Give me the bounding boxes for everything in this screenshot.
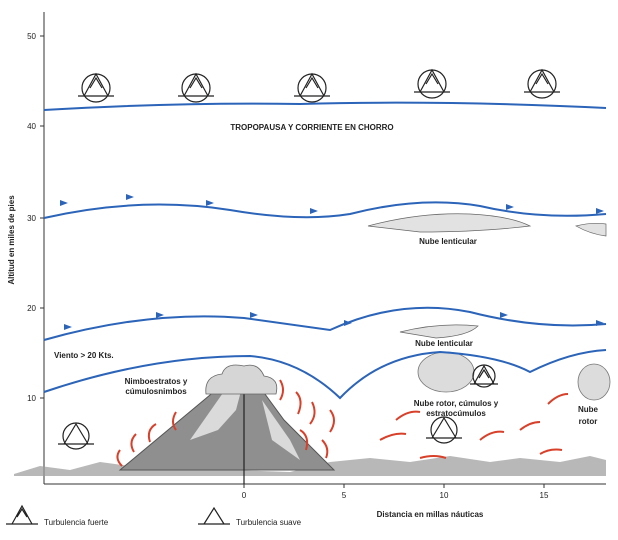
turbulence-arrow — [329, 409, 335, 433]
strong-turbulence-symbol — [178, 72, 214, 103]
turbulence-arrow — [379, 432, 407, 441]
nimbo-label-line2: cúmulosnimbos — [125, 387, 187, 396]
x-axis-title: Distancia en millas náuticas — [377, 510, 484, 519]
mild-turbulence-symbol — [58, 422, 94, 450]
legend-strong-icon — [6, 504, 38, 525]
turbulence-arrows — [116, 379, 569, 467]
legend-mild-icon — [198, 506, 230, 525]
labels: TROPOPAUSA Y CORRIENTE EN CHORRO Nube le… — [54, 123, 599, 426]
x-tick-label: 10 — [440, 491, 449, 500]
strong-turbulence-symbol — [470, 364, 498, 388]
y-tick-label: 20 — [27, 304, 36, 313]
rotor2-label-line1: Nube — [578, 405, 599, 414]
flow-arrow — [156, 312, 164, 318]
y-tick-label: 50 — [27, 32, 36, 41]
x-tick-label: 5 — [342, 491, 347, 500]
turbulence-arrow — [395, 410, 421, 421]
flow-arrow — [344, 320, 352, 326]
flow-arrow — [596, 208, 604, 214]
turbulence-arrow — [279, 379, 284, 401]
legend-strong-label: Turbulencia fuerte — [44, 518, 109, 527]
flow-arrow — [206, 200, 214, 206]
turbulence-arrow — [147, 423, 157, 443]
lenticular-cloud-2 — [399, 324, 479, 339]
x-tick-label: 15 — [540, 491, 549, 500]
y-tick-label: 40 — [27, 122, 36, 131]
wind-label: Viento > 20 Kts. — [54, 351, 114, 360]
tropopause-line — [43, 101, 607, 111]
turbulence-arrow — [172, 411, 177, 431]
rotor-label-line1: Nube rotor, cúmulos y — [414, 399, 499, 408]
flow-arrow — [506, 204, 514, 210]
nimbo-label-line1: Nimboestratos y — [125, 377, 188, 386]
strong-turbulence-symbol — [78, 72, 114, 103]
tropopause-label: TROPOPAUSA Y CORRIENTE EN CHORRO — [230, 123, 393, 132]
legend: Turbulencia fuerte Turbulencia suave — [6, 504, 302, 527]
rotor-cloud — [417, 351, 475, 393]
turbulence-arrow — [295, 391, 302, 415]
clouds — [205, 213, 611, 401]
rotor-cloud-2 — [577, 363, 611, 401]
turbulence-arrow — [479, 430, 505, 441]
lenticular-cloud-3 — [575, 222, 607, 237]
cap-cloud — [205, 364, 278, 395]
flow-arrow — [126, 194, 134, 200]
y-axis-title: Altitud en miles de pies — [7, 195, 16, 285]
rotor2-label-line2: rotor — [579, 417, 598, 426]
axes: 10 20 30 40 50 0 5 10 15 Altitud en mile… — [7, 12, 606, 519]
flow-arrow — [250, 312, 258, 318]
turbulence-arrow — [130, 433, 137, 453]
strong-turbulence-symbol — [414, 68, 450, 99]
lenticular-label-2: Nube lenticular — [415, 339, 473, 348]
flow-arrow — [310, 208, 318, 214]
mountain-snow — [262, 400, 300, 460]
rotor-label-line2: estratocúmulos — [426, 409, 486, 418]
strong-turbulence-symbol — [294, 72, 330, 103]
turbulence-arrow — [321, 439, 329, 459]
x-tick-label: 0 — [242, 491, 247, 500]
lenticular-label-1: Nube lenticular — [419, 237, 477, 246]
lenticular-cloud-1 — [367, 213, 532, 233]
turbulence-arrow — [539, 448, 563, 455]
turbulence-arrow — [299, 429, 309, 451]
turbulence-symbols — [58, 68, 560, 450]
wave-lines — [43, 101, 607, 400]
legend-mild-label: Turbulencia suave — [236, 518, 302, 527]
strong-turbulence-symbol — [524, 68, 560, 99]
flow-arrow — [64, 324, 72, 330]
flow-arrow — [596, 320, 604, 326]
wave-line-15k — [43, 349, 607, 400]
flow-arrows — [60, 194, 604, 330]
turbulence-arrow — [309, 401, 316, 425]
turbulence-arrow — [419, 455, 447, 459]
flow-arrow — [60, 200, 68, 206]
turbulence-arrow — [116, 449, 123, 467]
y-tick-label: 10 — [27, 394, 36, 403]
wave-line-20k — [43, 306, 607, 341]
wave-line-30k — [43, 201, 607, 219]
flow-arrow — [500, 312, 508, 318]
turbulence-arrow — [519, 421, 541, 431]
turbulence-arrow — [547, 393, 569, 405]
y-tick-label: 30 — [27, 214, 36, 223]
mild-turbulence-symbol — [426, 416, 462, 444]
